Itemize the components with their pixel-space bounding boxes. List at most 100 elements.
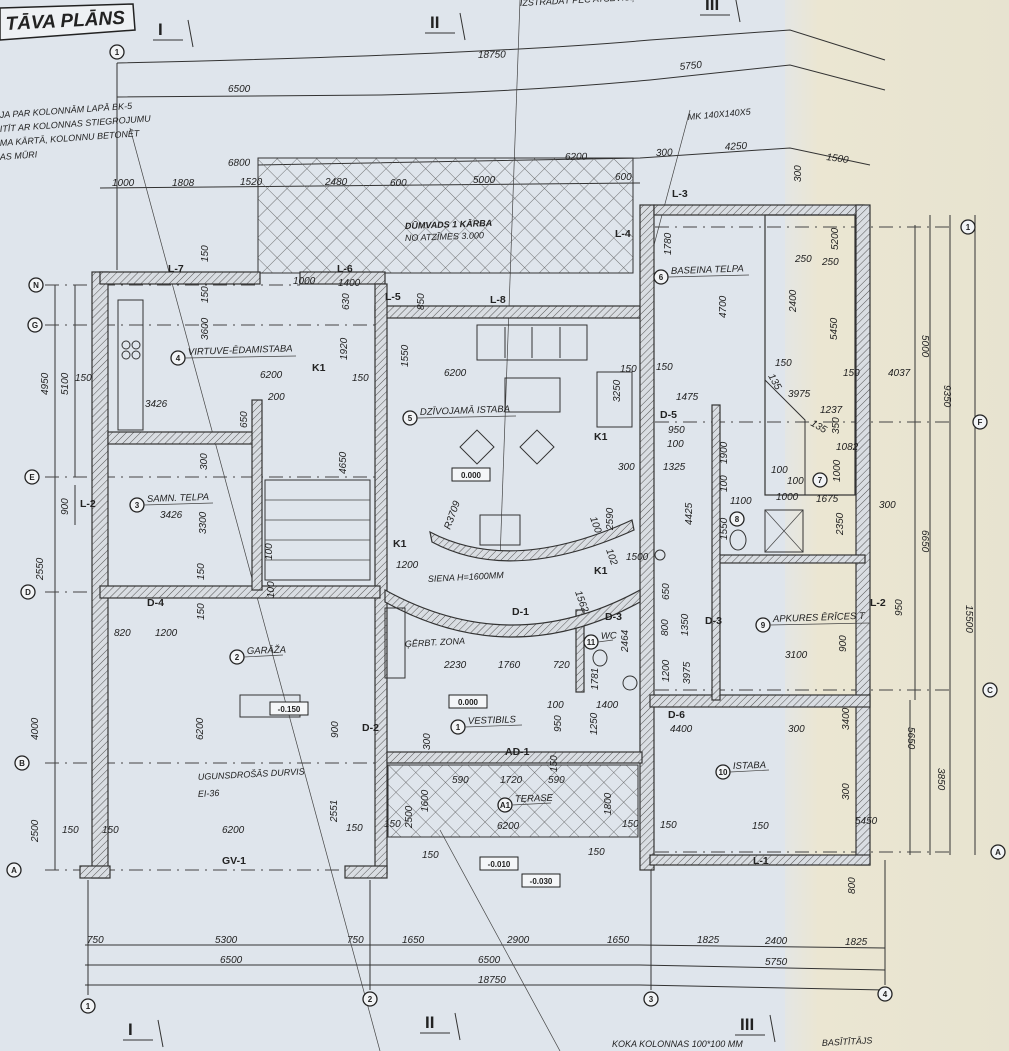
tag-k1: K1 <box>312 362 326 374</box>
column-note-line: AS MŪRI <box>0 149 38 162</box>
inner-dimension: 3300 <box>198 511 209 534</box>
axis-right-F-circle <box>972 414 988 430</box>
inner-dimension: 4037 <box>888 368 911 379</box>
tag-d-2: D-2 <box>362 722 379 734</box>
axis-left-D-circle <box>20 584 36 600</box>
inner-dimension: 1780 <box>663 232 674 255</box>
wardrobe-zone-label: ĢĒRBT. ZONA <box>405 636 466 649</box>
inner-dimension: 150 <box>660 820 677 831</box>
overall-dimension: 5750 <box>679 60 703 73</box>
inner-dimension: 1760 <box>498 660 521 671</box>
inner-dimension: 3250 <box>612 379 623 402</box>
axis-left-D: D <box>25 588 31 597</box>
room-6-number: 6 <box>659 273 664 282</box>
axis-right-1: 1 <box>966 223 971 232</box>
axis-bottom-3: 3 <box>649 995 654 1004</box>
axis-left-G: G <box>32 321 38 330</box>
inner-dimension: 6200 <box>260 370 283 381</box>
overall-dimension: 15500 <box>963 605 974 633</box>
chimney-note: DŪMVADS 1 KĀRBA <box>405 218 493 231</box>
room-label-underline <box>511 802 552 806</box>
tag-k1: K1 <box>594 565 608 577</box>
walls <box>79 204 871 879</box>
inner-dimension: 2230 <box>443 660 467 671</box>
overall-dimension: 1650 <box>402 935 425 946</box>
room-7-number-circle <box>812 472 828 488</box>
tag-l-3: L-3 <box>672 188 688 200</box>
inner-dimension: 1200 <box>661 659 672 682</box>
axis-left-E: E <box>29 473 35 482</box>
axis-top-1-circle <box>109 44 125 60</box>
room-5-name: DZĪVOJAMĀ ISTABA <box>420 404 510 418</box>
terrace-hatch <box>387 764 639 838</box>
inner-dimension: 1720 <box>500 775 523 786</box>
room-label-underline <box>416 415 517 419</box>
tag-ad-1: AD-1 <box>505 746 530 758</box>
inner-dimension: 1550 <box>400 344 411 367</box>
tag-l-5: L-5 <box>385 291 401 303</box>
inner-dimension: 250 <box>794 254 812 265</box>
overall-dimension: 2900 <box>506 935 530 946</box>
section-cut-line <box>153 19 194 48</box>
inner-dimension: 4650 <box>338 451 349 474</box>
tag-gv-1: GV-1 <box>222 855 246 867</box>
room-4-number: 4 <box>176 354 181 363</box>
tag-l-1: L-1 <box>753 855 769 867</box>
inner-dimension: 950 <box>668 425 685 436</box>
inner-dimension: 2350 <box>835 512 846 536</box>
tag-k1: K1 <box>393 538 407 550</box>
section-cut-line <box>700 0 741 23</box>
inner-dimension: 2590 <box>605 507 616 531</box>
axis-left-A-circle <box>6 862 22 878</box>
overall-dimension: 600 <box>615 172 632 183</box>
inner-dimension: 1250 <box>589 712 600 735</box>
inner-dimension: 4425 <box>684 502 695 525</box>
axis-left-E-circle <box>24 469 40 485</box>
chimney-elevation-note: NO ATZĪMES 3.000 <box>405 230 484 243</box>
overall-dimension: 1520 <box>240 177 263 188</box>
room-5-number: 5 <box>408 414 413 423</box>
axis-right-A: A <box>995 848 1001 857</box>
inner-dimension: 150 <box>622 819 639 830</box>
inner-dimension: 3426 <box>160 510 183 521</box>
overall-dimension: 3850 <box>935 768 946 791</box>
inner-dimension: 3426 <box>145 399 168 410</box>
inner-dimension: 720 <box>553 660 570 671</box>
inner-dimension: 1350 <box>680 613 691 636</box>
inner-dimension: 590 <box>452 775 469 786</box>
inner-dimension: 900 <box>838 635 849 652</box>
inner-dimension: 1400 <box>338 278 361 289</box>
elevation-box <box>448 694 488 709</box>
inner-dimension: 100 <box>771 465 788 476</box>
overall-dimension: 6200 <box>565 152 588 163</box>
inner-dimension: 6200 <box>222 825 245 836</box>
inner-dimension: 820 <box>114 628 131 639</box>
room-label-underline <box>184 355 297 359</box>
overall-dimension: 600 <box>390 178 407 189</box>
inner-dimension: 1200 <box>155 628 178 639</box>
inner-dimension: 150 <box>102 825 119 836</box>
room-A1-number: A1 <box>500 801 511 810</box>
inner-dimension: 2500 <box>404 805 415 829</box>
elevation-mark: -0.150 <box>278 705 301 714</box>
axis-right-1-circle <box>960 219 976 235</box>
overall-dimension: 300 <box>656 147 673 159</box>
inner-dimension: 350 <box>831 417 842 434</box>
room-1-name: VESTIBILS <box>468 714 517 727</box>
overall-dimension: 750 <box>87 935 104 946</box>
inner-dimension: 1675 <box>816 494 839 505</box>
inner-dimension: 100 <box>547 700 564 711</box>
axis-left-B-circle <box>14 755 30 771</box>
inner-dimension: 100 <box>264 543 275 560</box>
wall-height-note: SIENA H=1600MM <box>428 570 505 584</box>
title-box <box>0 3 136 41</box>
inner-dimension: 100 <box>266 581 277 598</box>
inner-dimension: 590 <box>548 775 565 786</box>
overall-dimension: 5000 <box>473 175 496 186</box>
elevation-box <box>451 467 491 482</box>
overall-dimension: 5300 <box>215 935 238 946</box>
inner-dimension: 850 <box>416 293 427 310</box>
axis-bottom-1-circle <box>80 998 96 1014</box>
inner-dimension: 1000 <box>776 492 799 503</box>
inner-dimension: 100 <box>787 476 804 487</box>
